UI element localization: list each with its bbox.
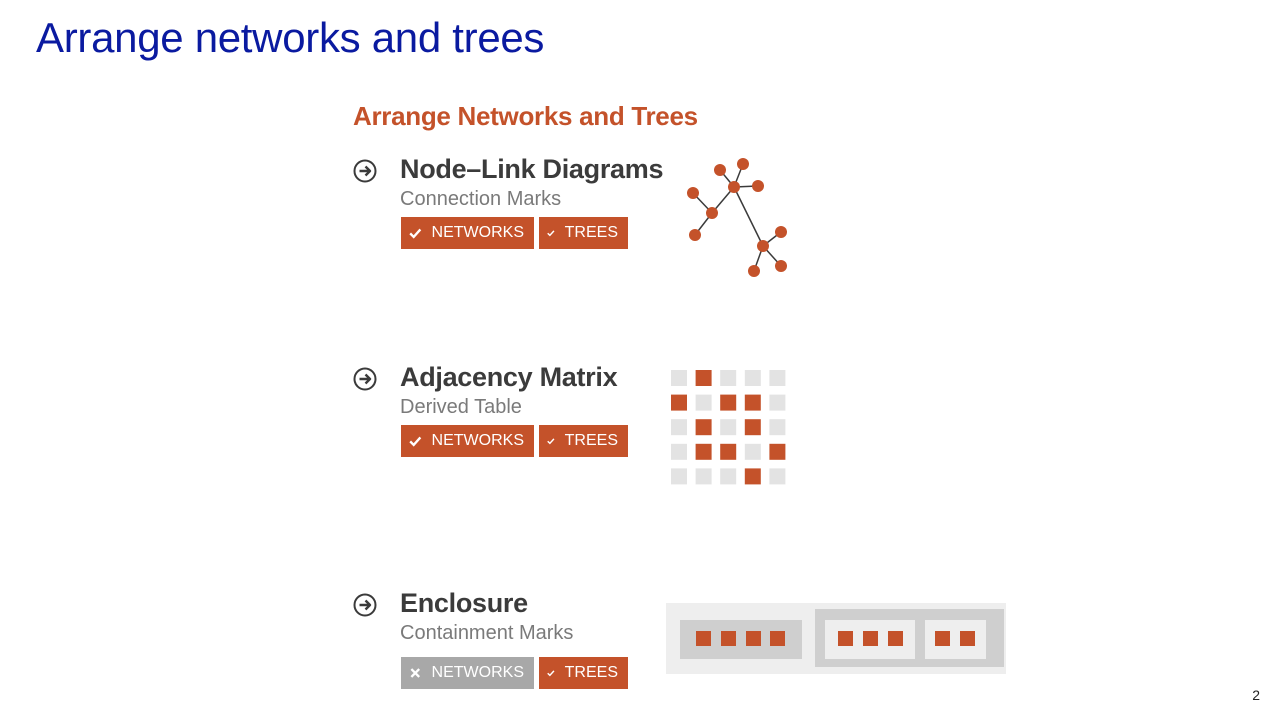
check-icon [547, 438, 555, 445]
section-adjacency-matrix: Adjacency Matrix Derived Table NETWORKS … [353, 362, 693, 464]
badge-row: NETWORKS TREES [401, 217, 628, 249]
matrix-cell-empty [695, 468, 712, 485]
node-link-diagram [687, 158, 787, 277]
arrow-circle-icon [353, 367, 377, 391]
badge-label: TREES [564, 664, 618, 681]
matrix-cell-empty [671, 370, 687, 386]
graph-node [757, 240, 769, 252]
matrix-cell-filled [720, 394, 737, 411]
badge-label: TREES [564, 224, 618, 241]
matrix-cell-filled [695, 419, 712, 436]
matrix-cell-empty [671, 419, 687, 436]
badge-label: NETWORKS [431, 664, 524, 681]
graph-node [728, 181, 740, 193]
matrix-cell-empty [769, 468, 786, 485]
leaf-node [746, 631, 761, 646]
badge-label: NETWORKS [431, 224, 524, 241]
graph-node [752, 180, 764, 192]
container-group [925, 620, 986, 659]
matrix-cell-empty [769, 419, 786, 436]
section-heading: Node–Link Diagrams [400, 154, 664, 184]
graph-node [706, 207, 718, 219]
graph-node [775, 226, 787, 238]
leaf-node [935, 631, 950, 646]
matrix-cell-empty [744, 370, 761, 386]
matrix-cell-filled [744, 419, 761, 436]
matrix-cell-empty [720, 370, 737, 386]
arrow-circle-icon [353, 593, 377, 617]
graph-node [737, 158, 749, 170]
graph-node [689, 229, 701, 241]
check-icon [547, 670, 555, 677]
check-icon [409, 228, 422, 239]
matrix-cell-empty [720, 419, 737, 436]
section-caption: Connection Marks [400, 188, 562, 210]
section-enclosure: Enclosure Containment Marks NETWORKS TRE… [353, 588, 693, 690]
graph-node [687, 187, 699, 199]
matrix-cell-filled [695, 370, 712, 386]
page-number: 2 [1252, 687, 1260, 703]
enclosure-diagram [666, 603, 1006, 674]
matrix-cell-empty [695, 394, 712, 411]
networks-badge: NETWORKS [401, 425, 534, 457]
trees-badge: TREES [539, 425, 628, 457]
slide-title: Arrange networks and trees [36, 14, 545, 61]
badge-row: NETWORKS TREES [401, 425, 628, 457]
section-caption: Containment Marks [400, 622, 574, 644]
graph-node [748, 265, 760, 277]
matrix-cell-empty [769, 370, 786, 386]
matrix-cell-empty [671, 443, 687, 460]
networks-badge: NETWORKS [401, 657, 534, 689]
matrix-cell-filled [671, 394, 687, 411]
figure-title: Arrange Networks and Trees [353, 101, 698, 131]
matrix-cell-filled [744, 394, 761, 411]
badge-row: NETWORKS TREES [401, 657, 628, 689]
trees-badge: TREES [539, 217, 628, 249]
section-node-link: Node–Link Diagrams Connection Marks NETW… [353, 154, 693, 256]
leaf-node [838, 631, 853, 646]
matrix-cell-empty [769, 394, 786, 411]
graph-node [714, 164, 726, 176]
section-heading: Enclosure [400, 588, 528, 618]
leaf-node [696, 631, 711, 646]
cross-icon [410, 668, 421, 678]
section-heading: Adjacency Matrix [400, 362, 618, 392]
matrix-cell-filled [744, 468, 761, 485]
section-caption: Derived Table [400, 396, 522, 418]
matrix-cell-filled [695, 443, 712, 460]
check-icon [547, 230, 555, 237]
graph-node [775, 260, 787, 272]
leaf-node [888, 631, 903, 646]
trees-badge: TREES [539, 657, 628, 689]
badge-label: TREES [564, 432, 618, 449]
matrix-cell-empty [744, 443, 761, 460]
leaf-node [721, 631, 736, 646]
arrow-circle-icon [353, 159, 377, 183]
matrix-cell-empty [720, 468, 737, 485]
networks-badge: NETWORKS [401, 217, 534, 249]
leaf-node [863, 631, 878, 646]
leaf-node [770, 631, 785, 646]
check-icon [409, 436, 422, 447]
adjacency-matrix [671, 370, 786, 485]
matrix-cell-empty [671, 468, 687, 485]
leaf-node [960, 631, 975, 646]
badge-label: NETWORKS [431, 432, 524, 449]
matrix-cell-filled [720, 443, 737, 460]
matrix-cell-filled [769, 443, 786, 460]
